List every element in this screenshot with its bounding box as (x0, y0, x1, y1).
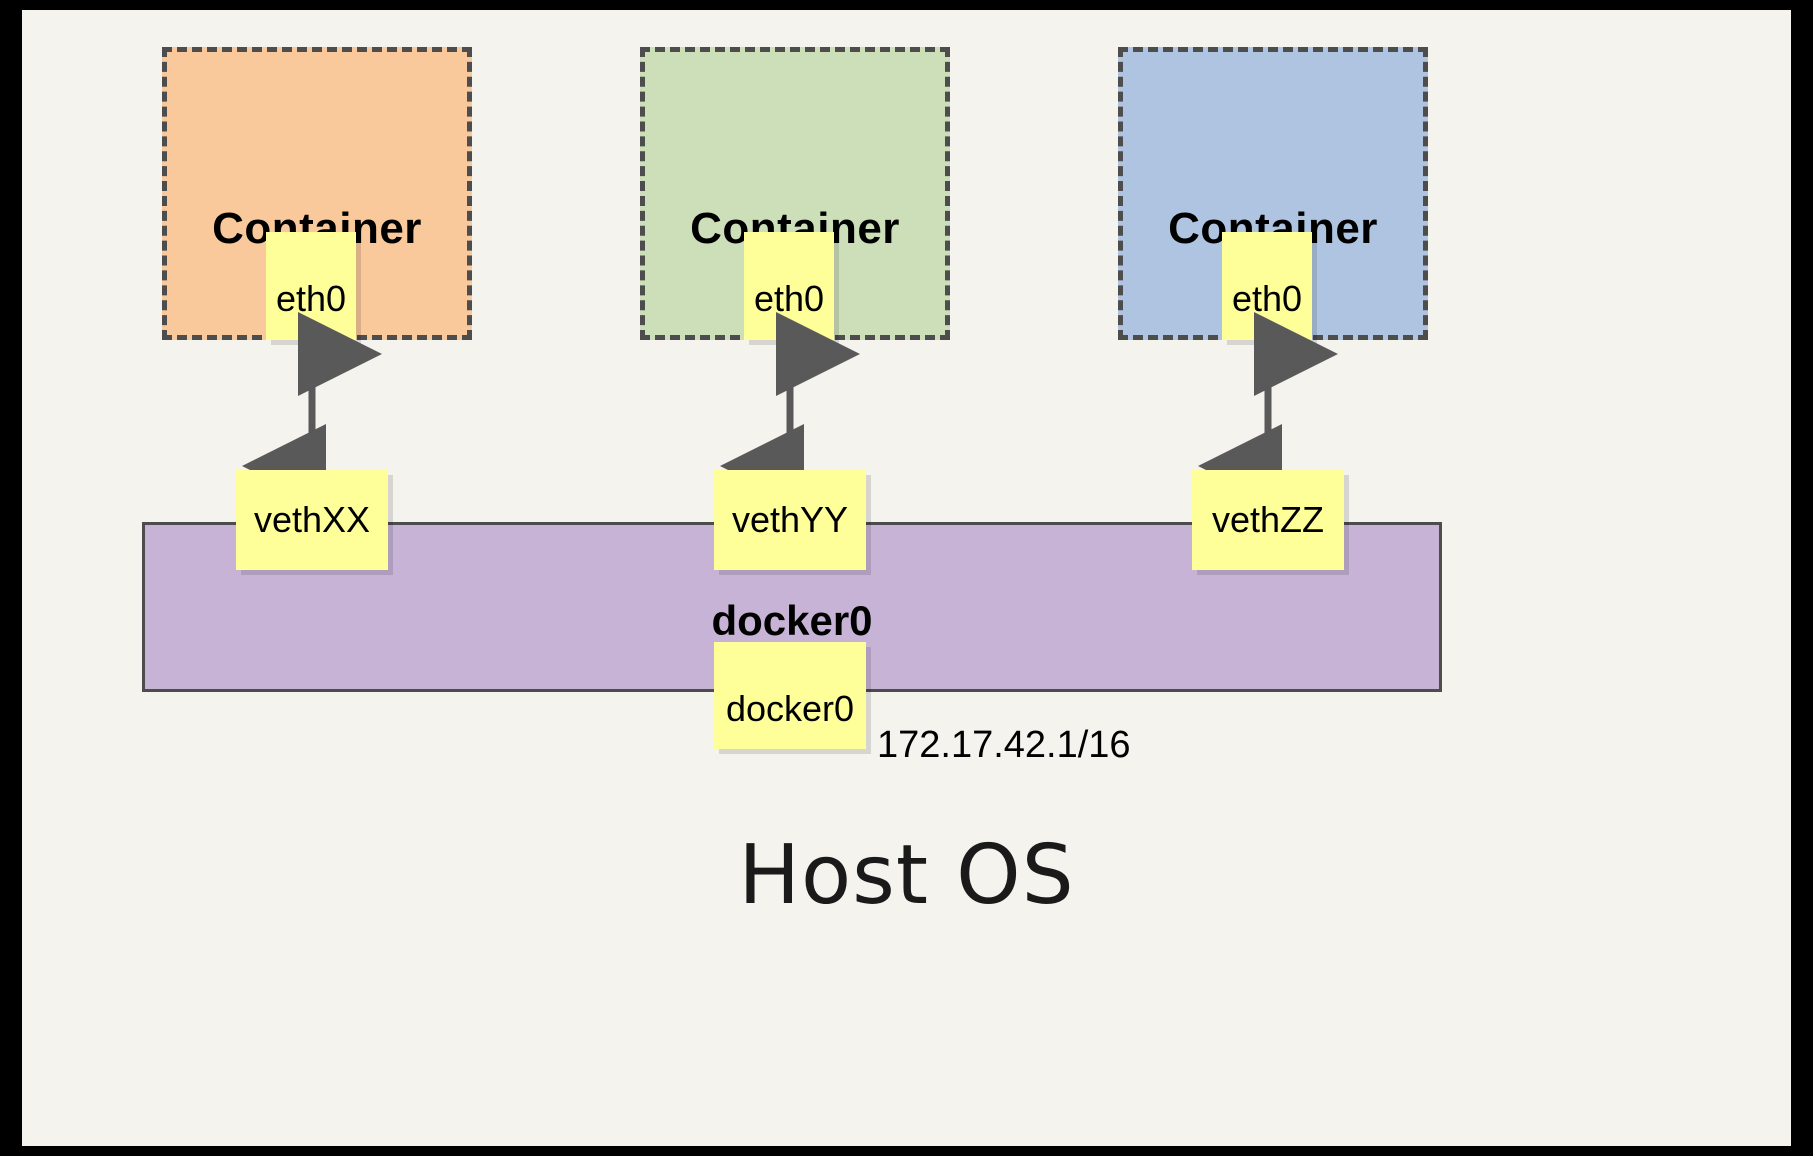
container-eth0-box-3[interactable]: eth0 (1222, 232, 1312, 340)
veth-box-3[interactable]: vethZZ (1192, 470, 1344, 570)
docker0-interface-box[interactable]: docker0 (714, 642, 866, 749)
veth-label-1: vethXX (253, 499, 371, 540)
host-os-label: Host OS (738, 828, 1075, 923)
veth-arrow-3 (1198, 312, 1338, 508)
container-eth0-label-3: eth0 (1231, 278, 1303, 319)
docker0-ip-address: 172.17.42.1/16 (877, 724, 1131, 766)
veth-arrow-1 (242, 312, 382, 508)
diagram-canvas: Container eth0 Container eth0 Container … (22, 10, 1791, 1146)
veth-box-1[interactable]: vethXX (236, 470, 388, 570)
veth-label-2: vethYY (731, 499, 849, 540)
veth-label-3: vethZZ (1211, 499, 1325, 540)
veth-arrow-2 (720, 312, 860, 508)
veth-box-2[interactable]: vethYY (714, 470, 866, 570)
container-eth0-label-1: eth0 (275, 278, 347, 319)
container-eth0-label-2: eth0 (753, 278, 825, 319)
container-eth0-box-1[interactable]: eth0 (266, 232, 356, 340)
docker0-interface-label: docker0 (725, 687, 855, 729)
docker0-bridge-label: docker0 (711, 597, 873, 644)
container-eth0-box-2[interactable]: eth0 (744, 232, 834, 340)
